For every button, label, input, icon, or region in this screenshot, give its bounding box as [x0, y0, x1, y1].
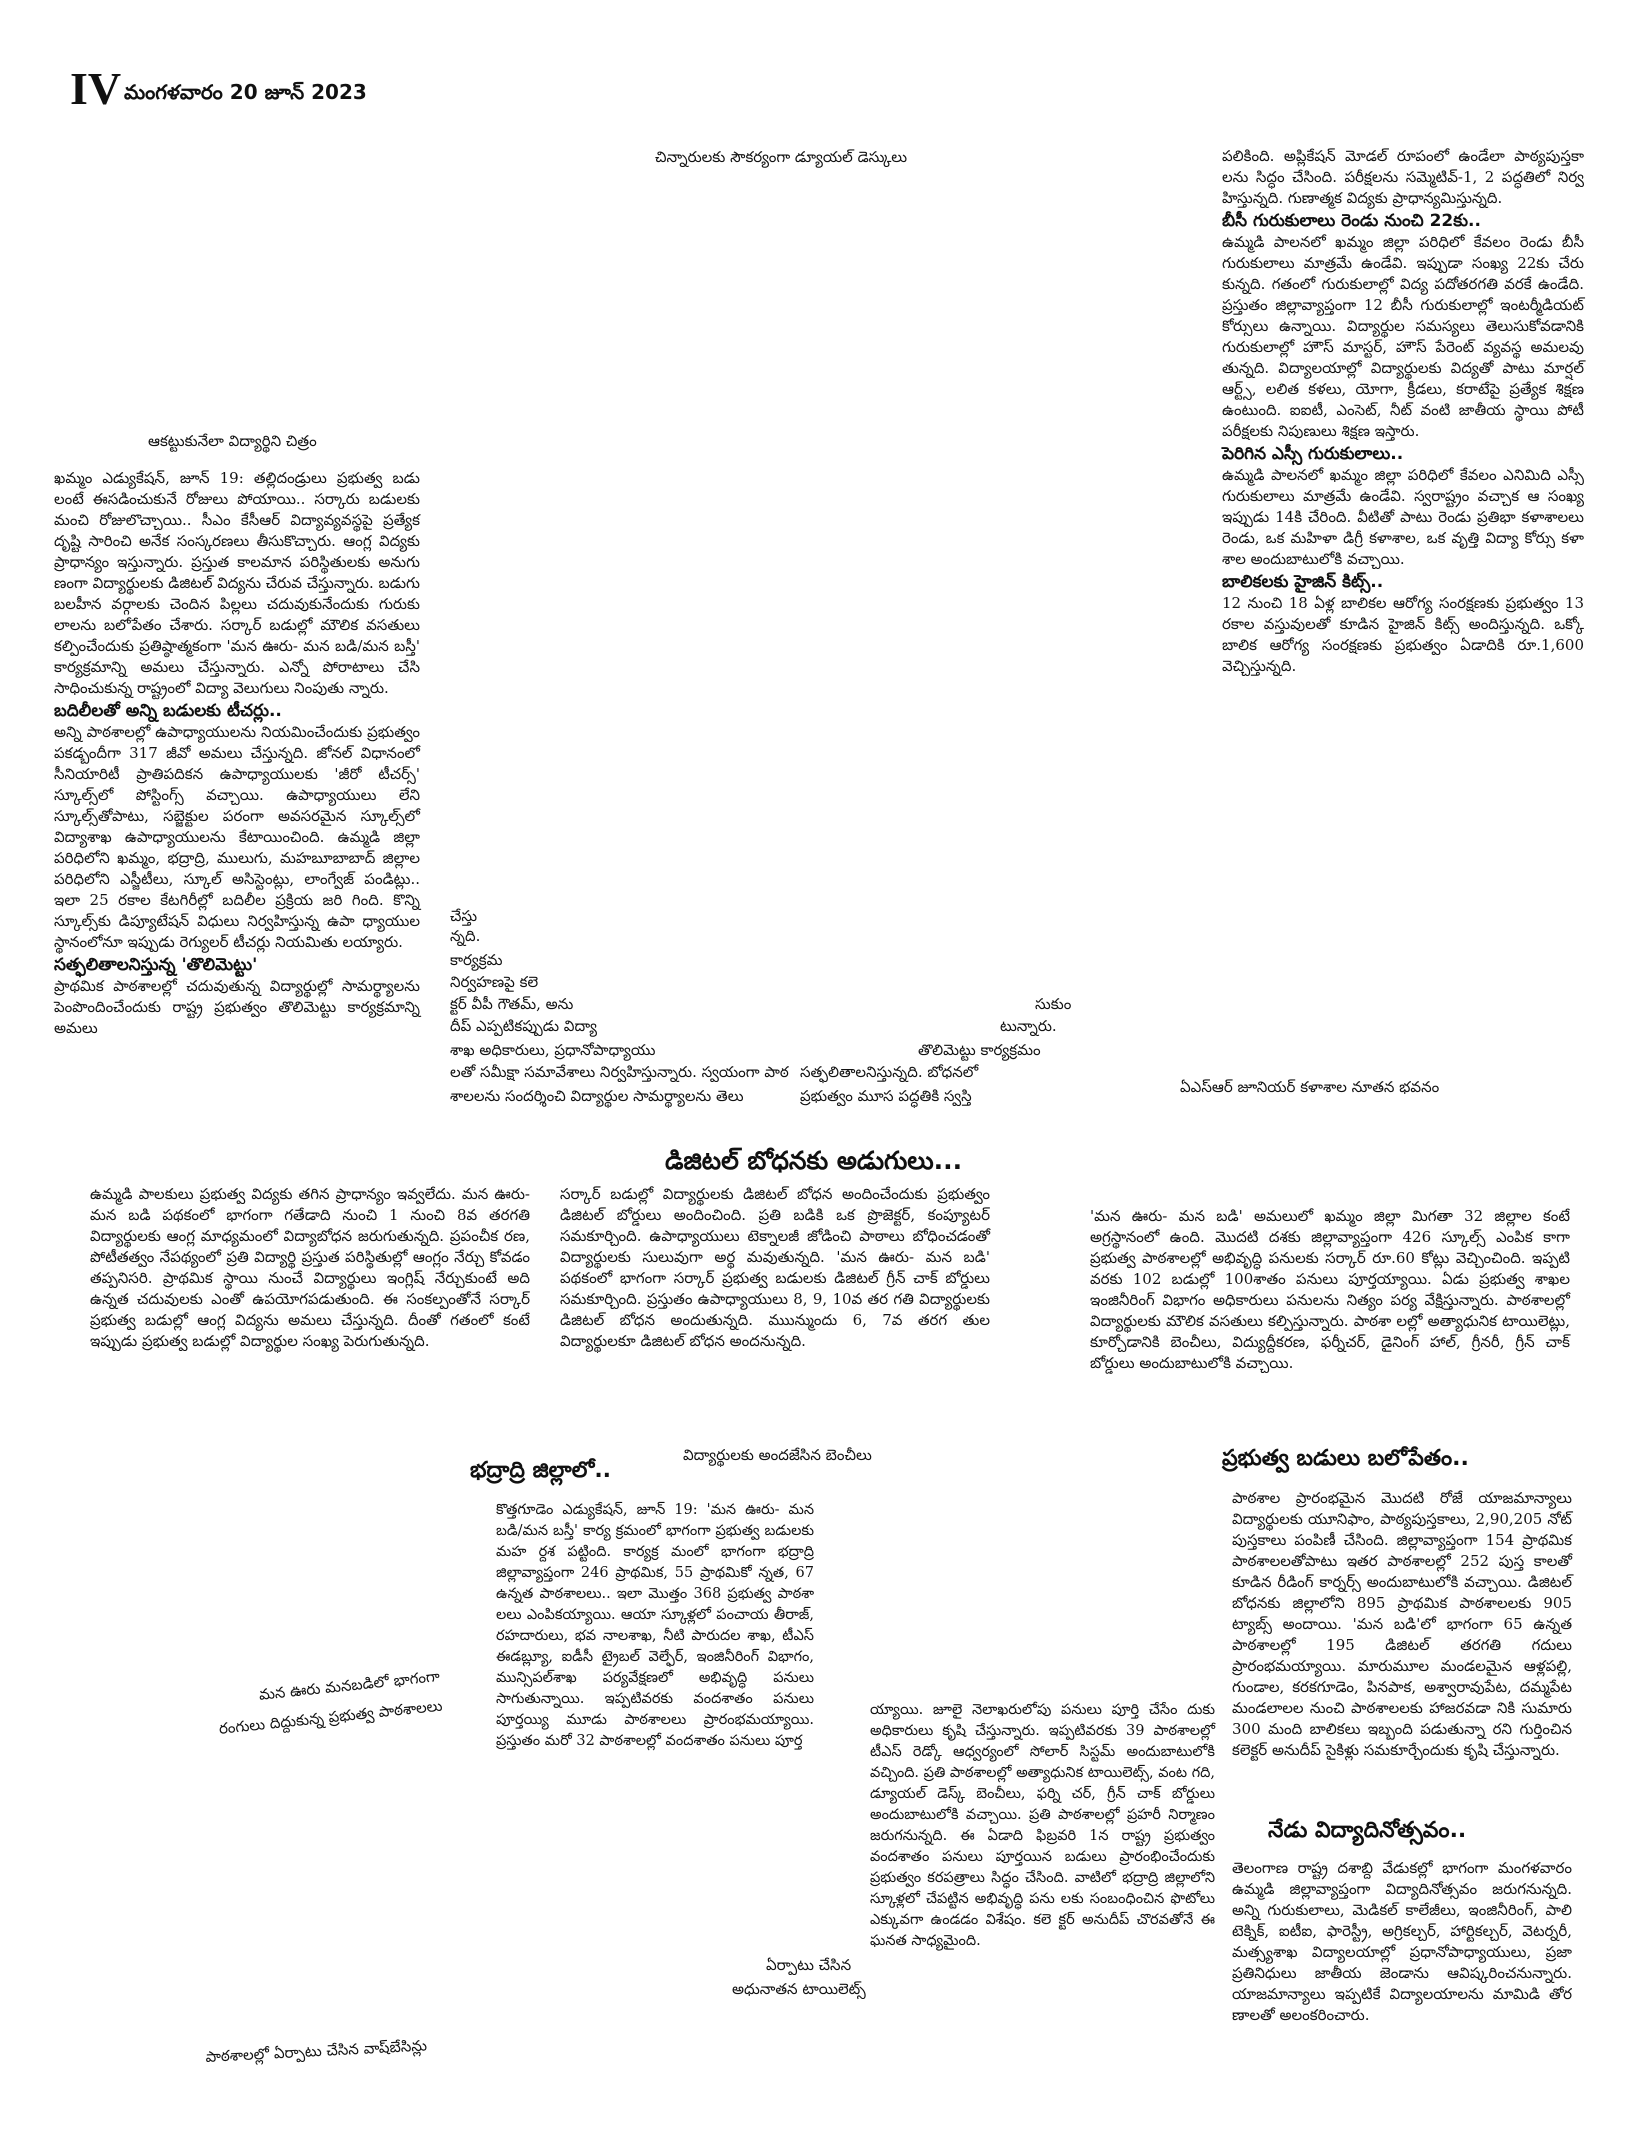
digital-col-1: ఉమ్మడి పాలకులు ప్రభుత్వ విద్యకు తగిన ప్ర… [90, 1185, 530, 1350]
right-subhead-hygiene-kits: బాలికలకు హైజిన్ కిట్స్.. [1222, 572, 1384, 592]
right-para-sc-gurukulas: ఉమ్మడి పాలనలో ఖమ్మం జిల్లా పరిధిలో కేవలం… [1222, 466, 1584, 568]
caption-washbasins: పాఠశాలల్లో ఏర్పాటు చేసిన వాష్‌బేసిన్లు [205, 2036, 428, 2066]
right-article: పలికింది. అప్లికేషన్ మోడల్ రూపంలో ఉండేలా… [1222, 146, 1584, 677]
mid-fragment-3: కార్యక్రమ [450, 951, 503, 969]
left-article-subhead-transfers: బదిలీలతో అన్ని బడులకు టీచర్లు.. [54, 701, 282, 721]
mid-fragment-8: లతో సమీక్షా సమావేశాలు నిర్వహిస్తున్నారు.… [450, 1063, 789, 1081]
mid-fragment-9: శాలలను సందర్శించి విద్యార్థుల సామర్థ్యాల… [450, 1087, 744, 1105]
mid-fragment-1: చేస్తు [450, 907, 478, 925]
mid-fragment-10: సుకుం [1035, 995, 1072, 1013]
strengthen-heading: ప్రభుత్వ బడులు బలోపేతం.. [1222, 1446, 1469, 1471]
caption-wall-art: ఆకట్టుకునేలా విద్యార్థిని చిత్రం [148, 432, 317, 450]
mid-fragment-14: ప్రభుత్వం మూస పద్ధతికి స్వస్తి [800, 1087, 972, 1105]
right-para-bc-gurukulas: ఉమ్మడి పాలనలో ఖమ్మం జిల్లా పరిధిలో కేవలం… [1222, 233, 1584, 440]
mid-fragment-2: న్నది. [450, 927, 481, 945]
mid-fragment-13: సత్ఫలితాలనిస్తున్నది. బోధనలో [800, 1063, 979, 1081]
digital-col-3: 'మన ఊరు- మన బడి' అమలులో ఖమ్మం జిల్లా మిగ… [1090, 1207, 1570, 1372]
right-subhead-bc-gurukulas: బీసీ గురుకులాలు రెండు నుంచి 22కు.. [1222, 211, 1481, 231]
left-article: ఖమ్మం ఎడ్యుకేషన్, జూన్ 19: తల్లిదండ్రులు… [54, 468, 420, 1039]
strengthen-body: పాఠశాల ప్రారంభమైన మొదటి రోజే యాజమాన్యాలు… [1232, 1489, 1572, 1759]
left-article-intro: ఖమ్మం ఎడ్యుకేషన్, జూన్ 19: తల్లిదండ్రులు… [54, 469, 420, 697]
digital-col-2: సర్కార్ బడుల్లో విద్యార్థులకు డిజిటల్ బో… [560, 1185, 990, 1350]
caption-toilets-line1: ఏర్పాటు చేసిన [766, 1956, 852, 1974]
right-para-hygiene-kits: 12 నుంచి 18 ఏళ్ల బాలికల ఆరోగ్య సంరక్షణకు… [1222, 594, 1584, 675]
mid-fragment-4: నిర్వహణపై కలె [450, 973, 539, 991]
digital-heading: డిజిటల్ బోధనకు అడుగులు... [665, 1146, 963, 1175]
left-article-para-transfers: అన్ని పాఠశాలల్లో ఉపాధ్యాయులను నియమించేంద… [54, 723, 420, 951]
mid-fragment-6: దీప్ ఎప్పటికప్పుడు విద్యా [450, 1017, 597, 1035]
right-article-intro: పలికింది. అప్లికేషన్ మోడల్ రూపంలో ఉండేలా… [1222, 147, 1584, 207]
caption-jr-college: ఏఎస్ఆర్ జూనియర్ కళాశాల నూతన భవనం [1180, 1078, 1440, 1096]
right-subhead-sc-gurukulas: పెరిగిన ఎస్సీ గురుకులాలు.. [1222, 444, 1404, 464]
caption-dual-desks: చిన్నారులకు సౌకర్యంగా డ్యూయల్ డెస్కులు [655, 148, 908, 166]
publication-date: మంగళవారం 20 జూన్ 2023 [124, 80, 367, 104]
left-article-para-tholimettu: ప్రాథమిక పాఠశాలల్లో చదువుతున్న విద్యార్థ… [54, 977, 420, 1037]
bhadradri-col-2: య్యాయి. జూలై నెలాఖరులోపు పనులు పూర్తి చే… [870, 1702, 1215, 1949]
page-number: IV [70, 63, 122, 114]
festival-heading: నేడు విద్యాదినోత్సవం.. [1268, 1818, 1467, 1843]
bhadradri-heading: భద్రాద్రి జిల్లాలో.. [470, 1458, 612, 1483]
mid-fragment-7: శాఖ అధికారులు, ప్రధానోపాధ్యాయు [450, 1041, 656, 1059]
caption-benches: విద్యార్థులకు అందజేసిన బెంచీలు [683, 1446, 872, 1464]
mid-fragment-5: క్టర్ వీపీ గౌతమ్, అను [450, 995, 574, 1013]
caption-painted-school-line2: రంగులు దిద్దుకున్న ప్రభుత్వ పాఠశాలలు [218, 1696, 444, 1738]
mid-fragment-12: తొలిమెట్టు కార్యక్రమం [918, 1041, 1041, 1059]
caption-toilets-line2: అధునాతన టాయిలెట్స్ [732, 1980, 866, 1998]
bhadradri-col-1: కొత్తగూడెం ఎడ్యుకేషన్, జూన్ 19: 'మన ఊరు-… [496, 1502, 814, 1749]
mid-fragment-11: టున్నారు. [1000, 1017, 1057, 1035]
left-article-subhead-tholimettu: సత్ఫలితాలనిస్తున్న 'తొలిమెట్టు' [54, 955, 258, 975]
festival-body: తెలంగాణ రాష్ట్ర దశాబ్ది వేడుకల్లో భాగంగా… [1232, 1859, 1572, 2024]
